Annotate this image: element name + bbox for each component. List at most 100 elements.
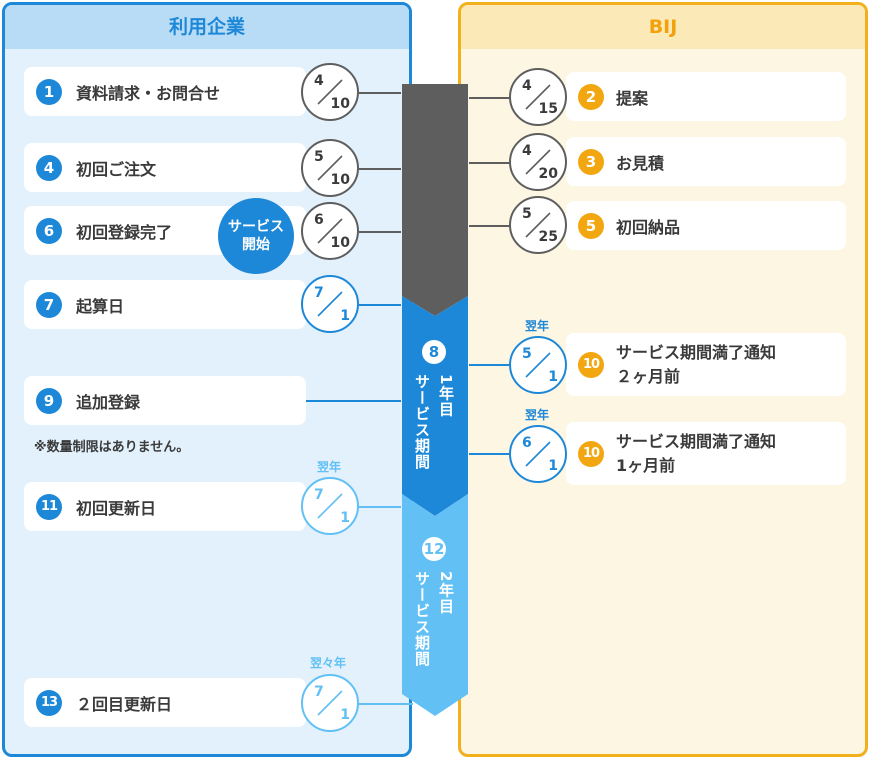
date-month: 5 (522, 346, 532, 362)
date-month: 5 (522, 206, 532, 222)
step-additional-registration: 9 追加登録 (24, 376, 306, 425)
step-label: 資料請求・お問合せ (76, 83, 221, 103)
step-number: 10 (578, 351, 604, 378)
step-label: お見積 (616, 153, 665, 173)
step-label: サービス期間満了通知 1ヶ月前 (616, 430, 776, 478)
step-number: 4 (36, 154, 62, 181)
date-month: 4 (314, 73, 324, 89)
step-number: 3 (578, 148, 604, 175)
step-estimate: 3 お見積 (566, 137, 846, 186)
connector (469, 225, 511, 227)
connector (469, 162, 511, 164)
period-number-12: 12 (422, 537, 446, 561)
date-slash (317, 79, 343, 105)
step-request-info: 1 資料請求・お問合せ (24, 67, 306, 116)
step-label: 初回登録完了 (76, 222, 173, 242)
date-slash (525, 441, 551, 467)
date-day: 1 (548, 369, 558, 385)
year2-arrow-segment (402, 494, 468, 716)
date-year-label: 翌年 (525, 319, 550, 333)
step-second-renewal: 13 ２回目更新日 (24, 678, 306, 727)
date-month: 6 (522, 435, 532, 451)
date-month: 4 (522, 78, 532, 94)
connector (469, 97, 511, 99)
period-title-year2: 2年目 (437, 571, 455, 615)
period-sub-year1: サービス期間 (413, 374, 431, 470)
date-day: 10 (330, 235, 350, 251)
step-number: 7 (36, 291, 62, 318)
period-sub-year2: サービス期間 (413, 571, 431, 667)
pre-service-arrow-segment (402, 84, 468, 316)
date-day: 10 (330, 172, 350, 188)
step-label: 起算日 (76, 296, 125, 316)
step-label-line1: サービス期間満了通知 (616, 342, 777, 362)
date-month: 7 (314, 285, 324, 301)
date-year-label: 翌々年 (310, 656, 347, 670)
step-number: 13 (36, 689, 62, 716)
date-slash (525, 84, 551, 110)
step-first-delivery: 5 初回納品 (566, 201, 846, 250)
step-label: 追加登録 (76, 392, 141, 412)
date-circle: 6 10 (301, 202, 359, 260)
date-day: 1 (340, 510, 350, 526)
date-day: 20 (538, 166, 558, 182)
date-slash (317, 690, 343, 716)
period-number-8: 8 (422, 340, 446, 364)
step-number: 11 (36, 493, 62, 520)
connector (359, 703, 413, 705)
date-circle: 7 1 (301, 674, 359, 732)
step-first-renewal: 11 初回更新日 (24, 482, 306, 531)
connector (359, 304, 401, 306)
date-slash (525, 352, 551, 378)
date-month: 7 (314, 487, 324, 503)
step-number: 5 (578, 212, 604, 239)
step-label: 提案 (616, 88, 649, 108)
date-circle: 4 10 (301, 63, 359, 121)
date-month: 6 (314, 212, 324, 228)
date-slash (317, 218, 343, 244)
date-day: 10 (330, 96, 350, 112)
timeline-arrow (402, 84, 468, 716)
step-label: 初回更新日 (76, 498, 157, 518)
step-start-date: 7 起算日 (24, 280, 306, 329)
date-circle: 4 20 (509, 133, 567, 191)
bij-column-title: BIJ (461, 5, 865, 49)
step-label: 初回納品 (616, 217, 681, 237)
date-circle: 7 1 (301, 477, 359, 535)
date-circle: 7 1 (301, 275, 359, 333)
date-circle: 5 1 (509, 336, 567, 394)
service-start-line2: 開始 (242, 237, 270, 253)
connector (469, 453, 511, 455)
connector (359, 168, 401, 170)
connector (359, 231, 401, 233)
step-label: ２回目更新日 (76, 694, 173, 714)
date-slash (317, 155, 343, 181)
date-day: 1 (548, 458, 558, 474)
date-year-label: 翌年 (525, 408, 550, 422)
date-day: 15 (538, 101, 558, 117)
date-circle: 5 10 (301, 139, 359, 197)
connector (306, 400, 401, 402)
step-label: 初回ご注文 (76, 159, 157, 179)
date-circle: 6 1 (509, 425, 567, 483)
date-slash (525, 149, 551, 175)
date-slash (317, 493, 343, 519)
date-year-label: 翌年 (317, 460, 342, 474)
date-month: 4 (522, 143, 532, 159)
service-start-line1: サービス (228, 219, 284, 235)
step-expiry-notice-2months: 10 サービス期間満了通知 ２ヶ月前 (566, 333, 846, 396)
step-number: 1 (36, 78, 62, 105)
date-day: 25 (538, 229, 558, 245)
step-label-line2: ２ヶ月前 (616, 366, 681, 386)
step-number: 2 (578, 83, 604, 110)
step-proposal: 2 提案 (566, 72, 846, 121)
date-slash (317, 291, 343, 317)
date-month: 5 (314, 149, 324, 165)
step-number: 6 (36, 217, 62, 244)
quantity-note: ※数量制限はありません。 (34, 440, 190, 455)
step-number: 10 (578, 440, 604, 467)
date-slash (525, 212, 551, 238)
step-label-line1: サービス期間満了通知 (616, 431, 777, 451)
connector (359, 506, 401, 508)
connector (469, 364, 511, 366)
